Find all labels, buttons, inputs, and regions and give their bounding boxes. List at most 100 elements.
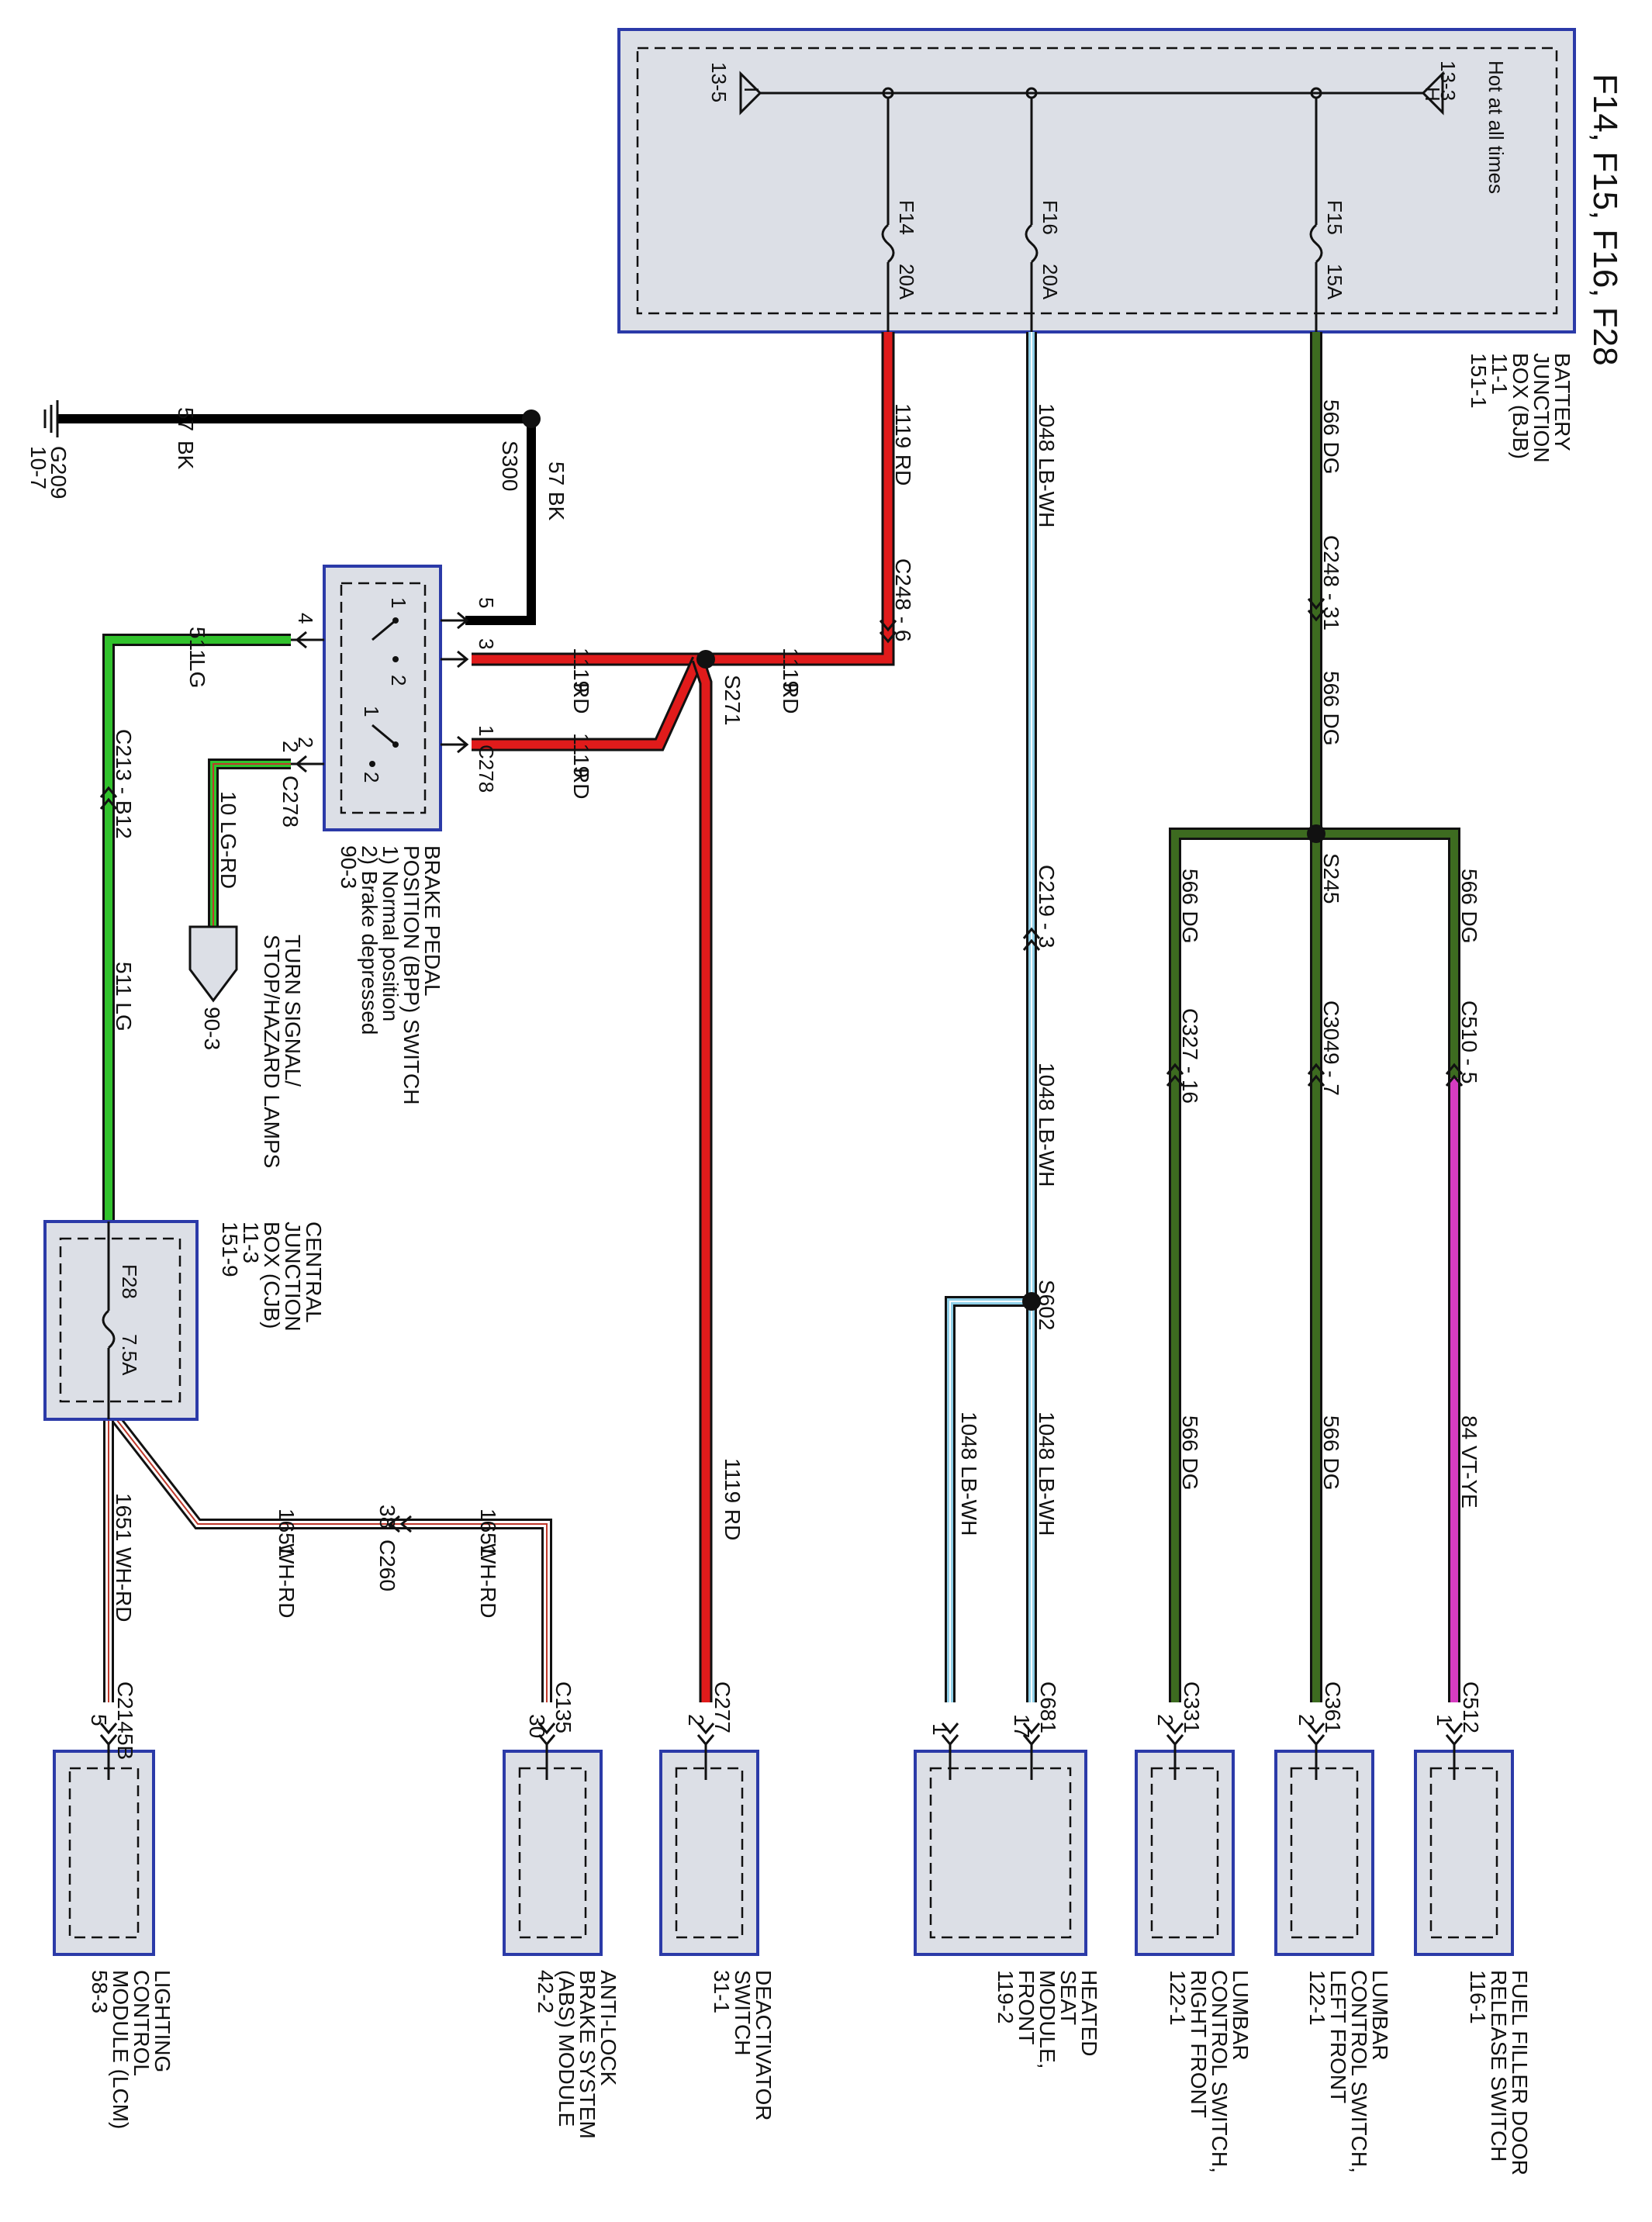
cjb-name-line1: CENTRAL [302, 1222, 326, 1323]
label-1651-b: 1651 [476, 1508, 500, 1557]
module-label-line: (ABS) MODULE [555, 1970, 579, 2127]
label-511: 511 [185, 627, 209, 662]
bjb-ref1: 11-1 [1488, 353, 1512, 395]
label-c3049-7: C3049 - 7 [1319, 1000, 1343, 1096]
module-label-line: FUEL FILLER DOOR [1508, 1970, 1532, 2175]
label-c278-b: C278 [278, 776, 302, 828]
label-1048-top: 1048 LB-WH [1035, 403, 1059, 527]
fuse-f14-rating: 20A [895, 264, 918, 300]
cjb-name-line3: BOX (CJB) [260, 1222, 284, 1329]
connector-marks [99, 598, 1464, 1533]
label-566-top: 566 DG [1319, 399, 1343, 475]
module-connector: C2145B [113, 1681, 137, 1760]
bpp-pos-1b: 1 [360, 706, 383, 717]
bus-h-label: H [1421, 87, 1444, 102]
module-label-line: SWITCH [731, 1970, 755, 2055]
label-c278-pin2: 2 [278, 741, 302, 753]
module-label-line: 31-1 [710, 1970, 734, 2013]
label-s602: S602 [1035, 1280, 1059, 1330]
bpp-pin-2: 2 [294, 737, 317, 748]
module-connector: C512 [1459, 1681, 1483, 1733]
module-connector: C135 [551, 1681, 575, 1733]
turn-name-line2: STOP/HAZARD LAMPS [260, 935, 284, 1168]
label-rd-c: RD [569, 768, 593, 799]
bpp-pos-2a: 2 [387, 675, 410, 686]
label-1048-mid: 1048 LB-WH [1035, 1063, 1059, 1187]
turn-signal-lamps: TURN SIGNAL/ STOP/HAZARD LAMPS 90-3 [188, 925, 305, 1168]
label-566-low-mid: 566 DG [1319, 1415, 1343, 1491]
wire-1651-whrd [103, 1415, 552, 1702]
module-label-line: 119-2 [994, 1970, 1018, 2024]
fuse-f14-id: F14 [895, 200, 918, 235]
label-57-bk: 57 BK [544, 461, 569, 521]
label-566-left: 566 DG [1178, 869, 1202, 944]
bpp-pin-4: 4 [294, 613, 317, 624]
bpp-name-line2: POSITION (BPP) SWITCH [399, 845, 423, 1104]
brake-pedal-position-switch: 1 2 1 2 5 3 1 4 2 C278 BRAKE PEDAL POSIT… [291, 565, 498, 1104]
bpp-name-line3: 1) Normal position [378, 845, 403, 1021]
label-c260-pin: 38 [375, 1505, 399, 1529]
label-1119-rd-top: 1119 RD [891, 403, 915, 486]
turn-ref: 90-3 [200, 1007, 224, 1050]
ref-13-5: 13-5 [707, 62, 731, 102]
fuse-f28-rating: 7.5A [118, 1334, 141, 1376]
splice-s300-dot [522, 409, 541, 428]
label-c219-3: C219 - 3 [1035, 865, 1059, 948]
fuse-f15: F15 15A [1309, 87, 1346, 332]
label-84-vtye: 84 VT-YE [1457, 1415, 1481, 1508]
module-label-line: MODULE (LCM) [109, 1970, 133, 2129]
module-label-line: LIGHTING [150, 1970, 175, 2072]
module-label-line: BRAKE SYSTEM [575, 1970, 600, 2139]
bpp-pin-1: 1 [475, 725, 498, 736]
fuse-f15-rating: 15A [1323, 264, 1346, 300]
battery-junction-box: I H 13-5 13-3 Hot at all times F14 20A F… [617, 28, 1576, 463]
wire-1048-lbwh [945, 332, 1041, 1702]
module-label-line: RELEASE SWITCH [1487, 1970, 1511, 2162]
module-connector: C331 [1180, 1681, 1204, 1733]
label-rd-a: RD [779, 682, 803, 714]
label-s271: S271 [721, 675, 745, 725]
bjb-name-line2: JUNCTION [1529, 353, 1554, 463]
label-1651-a: 1651 [275, 1508, 299, 1557]
label-1048-right: 1048 LB-WH [1035, 1412, 1059, 1536]
module-label-line: DEACTIVATOR [752, 1970, 776, 2120]
fuse-f28-id: F28 [118, 1264, 141, 1299]
label-lg: LG [185, 659, 209, 688]
module-label-line: LUMBAR [1229, 1970, 1253, 2061]
bjb-name-line1: BATTERY [1550, 353, 1574, 451]
bpp-connector-c278: C278 [475, 745, 498, 793]
module-pin: 5 [87, 1714, 111, 1726]
module-pin: 2 [1294, 1714, 1318, 1726]
bpp-pin-5: 5 [475, 597, 498, 608]
bpp-pos-1a: 1 [387, 597, 410, 608]
i-bus-symbol [739, 71, 762, 116]
module-label-line: 58-3 [88, 1970, 112, 2013]
splice-s271-dot [696, 650, 715, 669]
bus-i-label: I [740, 87, 763, 92]
module-label-line: HEATED [1077, 1970, 1101, 2057]
label-g209: G209 [47, 446, 71, 499]
label-whrd-a: WH-RD [275, 1543, 299, 1618]
wire-566-dg [1169, 332, 1460, 1702]
label-511-lg: 511 LG [112, 962, 136, 1032]
module-pin: 17 [1010, 1714, 1034, 1738]
splice-s602-dot [1022, 1292, 1041, 1311]
cjb-ref2: 151-9 [218, 1222, 242, 1277]
fuse-f16-id: F16 [1039, 200, 1062, 235]
fuse-f16: F16 20A [1025, 87, 1062, 332]
h-bus-symbol [1421, 71, 1444, 116]
turn-name-line1: TURN SIGNAL/ [281, 935, 305, 1087]
central-junction-box: F28 7.5A CENTRAL JUNCTION BOX (CJB) 11-3… [43, 1220, 326, 1421]
bjb-ref2: 151-1 [1467, 353, 1491, 409]
label-g209-ref: 10-7 [26, 446, 50, 489]
bjb-name-line3: BOX (BJB) [1509, 353, 1533, 459]
page-title: F14, F15, F16, F28 [1586, 74, 1624, 366]
bpp-pos-2b: 2 [360, 772, 383, 783]
